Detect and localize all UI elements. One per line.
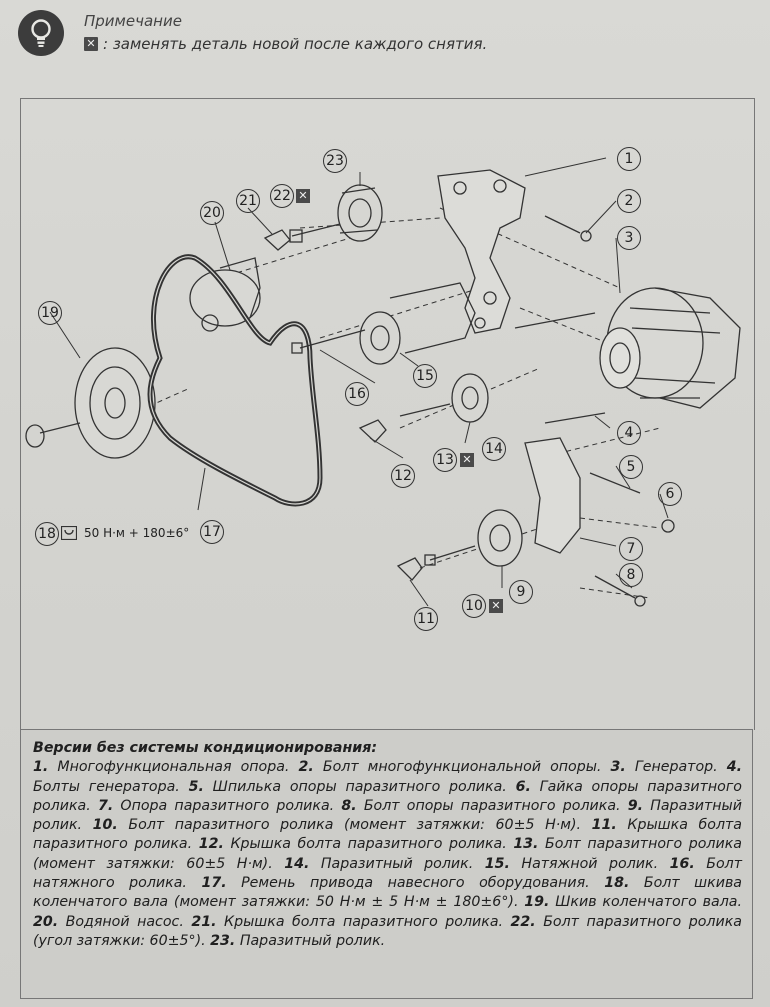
replace-mark-icon-22: ✕ <box>296 189 310 203</box>
legend-item-7-num: 7. <box>97 797 114 814</box>
legend-item-8-num: 8. <box>341 797 357 814</box>
lightbulb-icon <box>18 10 64 56</box>
replace-mark-icon-13: ✕ <box>460 453 474 467</box>
legend-item-9-num: 9. <box>627 797 643 814</box>
legend-item-17-num: 17. <box>201 875 227 892</box>
legend-item-17: Ремень привода навесного оборудования. <box>226 875 605 892</box>
callout-23: 23 <box>323 149 347 173</box>
legend-item-12-num: 12. <box>198 836 224 853</box>
legend-item-9: Паразитный ролик. <box>33 797 742 834</box>
callout-13: 13 <box>433 448 457 472</box>
legend-item-23: Паразитный ролик. <box>235 932 386 949</box>
legend-item-22-num: 22. <box>510 913 536 930</box>
replace-mark-icon: ✕ <box>84 37 98 51</box>
legend-item-18-num: 18. <box>604 875 630 892</box>
diagram-frame <box>20 98 755 730</box>
callout-9: 9 <box>509 580 533 604</box>
callout-10: 10 <box>462 594 486 618</box>
callout-16: 16 <box>345 382 369 406</box>
legend-item-1: Многофункциональная опора. <box>48 759 299 776</box>
legend-item-8: Болт опоры паразитного ролика. <box>356 797 628 814</box>
legend-item-20-num: 20. <box>33 913 59 930</box>
callout-3: 3 <box>617 226 641 250</box>
legend-item-12: Крышка болта паразитного ролика. <box>223 836 514 853</box>
legend-item-2: Болт многофункциональной опоры. <box>313 759 611 776</box>
legend-item-13: Болт паразитного ролика (момент затяжки:… <box>33 836 742 872</box>
legend-item-4-num: 4. <box>726 759 742 776</box>
note-replace-line: ✕ : заменять деталь новой после каждого … <box>84 35 487 53</box>
callout-6: 6 <box>658 482 682 506</box>
legend-item-4: Болты генератора. <box>33 778 189 795</box>
legend-item-1-num: 1. <box>33 759 49 776</box>
callout-22: 22 <box>270 184 294 208</box>
legend-item-10-num: 10. <box>92 817 118 834</box>
legend-item-10: Болт паразитного ролика (момент затяжки:… <box>117 817 592 834</box>
legend-item-13-num: 13. <box>513 836 539 853</box>
legend-item-19-num: 19. <box>524 894 550 911</box>
note-title: Примечание <box>84 12 182 30</box>
legend-item-21-num: 21. <box>191 913 217 930</box>
parts-legend: Версии без системы кондиционирования: 1.… <box>20 729 753 999</box>
legend-item-22: Болт паразитного ролика (угол затяжки: 6… <box>33 913 742 949</box>
callout-7: 7 <box>619 537 643 561</box>
callout-15: 15 <box>413 364 437 388</box>
callout-2: 2 <box>617 189 641 213</box>
legend-item-15-num: 15. <box>484 855 510 872</box>
replace-mark-icon-10: ✕ <box>489 599 503 613</box>
legend-item-11: Крышка болта паразитного ролика. <box>33 817 742 853</box>
legend-item-14-num: 14. <box>284 855 310 872</box>
legend-item-23-num: 23. <box>210 932 236 949</box>
callout-4: 4 <box>617 421 641 445</box>
callout-20: 20 <box>200 201 224 225</box>
legend-heading: Версии без системы кондиционирования: <box>33 740 378 756</box>
legend-item-16: Болт натяжного ролика. <box>33 855 743 892</box>
legend-item-18: Болт шкива коленчатого вала (момент затя… <box>33 875 742 911</box>
legend-item-6-num: 6. <box>515 778 531 795</box>
callout-21: 21 <box>236 189 260 213</box>
legend-item-16-num: 16. <box>669 855 695 872</box>
legend-item-3: Генератор. <box>625 759 727 776</box>
callout-12: 12 <box>391 464 415 488</box>
belt-drive-diagram <box>25 157 741 607</box>
legend-item-2-num: 2. <box>298 759 314 776</box>
legend-item-7: Опора паразитного ролика. <box>113 797 342 814</box>
callout-18: 18 <box>35 522 59 546</box>
legend-item-5-num: 5. <box>188 778 204 795</box>
legend-item-20: Водяной насос. <box>58 913 192 930</box>
legend-item-5: Шпилька опоры паразитного ролика. <box>203 778 516 795</box>
callout-5: 5 <box>619 455 643 479</box>
legend-item-19: Шкив коленчатого вала. <box>549 894 742 911</box>
legend-item-14: Паразитный ролик. <box>309 855 485 872</box>
callout-19: 19 <box>38 301 62 325</box>
callout-1: 1 <box>617 147 641 171</box>
callout-8: 8 <box>619 563 643 587</box>
legend-item-3-num: 3. <box>610 759 626 776</box>
legend-item-15: Натяжной ролик. <box>509 855 670 872</box>
callout-14: 14 <box>482 437 506 461</box>
legend-item-11-num: 11. <box>591 817 617 834</box>
legend-item-6: Гайка опоры паразитного ролика. <box>33 778 742 814</box>
torque-wrench-icon <box>61 526 77 540</box>
callout-11: 11 <box>414 607 438 631</box>
legend-item-21: Крышка болта паразитного ролика. <box>216 913 511 930</box>
torque-label-18: 50 Н·м + 180±6° <box>84 526 190 540</box>
note-replace-text: : заменять деталь новой после каждого сн… <box>103 35 488 53</box>
callout-17: 17 <box>200 520 224 544</box>
